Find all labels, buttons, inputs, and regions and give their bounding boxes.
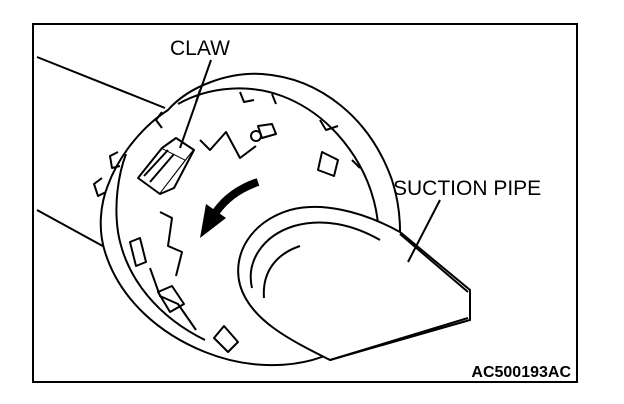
figure-frame	[32, 23, 578, 383]
claw-label: CLAW	[170, 37, 230, 60]
pipe-outline-bottom	[36, 209, 111, 251]
rotation-arrow	[200, 178, 260, 238]
suction-pipe	[237, 205, 471, 362]
claw-leader-line	[179, 59, 212, 149]
suction-pipe-label: SUCTION PIPE	[393, 177, 541, 200]
suction-pipe-leader-line	[407, 199, 441, 263]
pipe-outline-top	[36, 56, 166, 109]
figure-id: AC500193AC	[471, 364, 571, 381]
claw	[137, 137, 195, 195]
